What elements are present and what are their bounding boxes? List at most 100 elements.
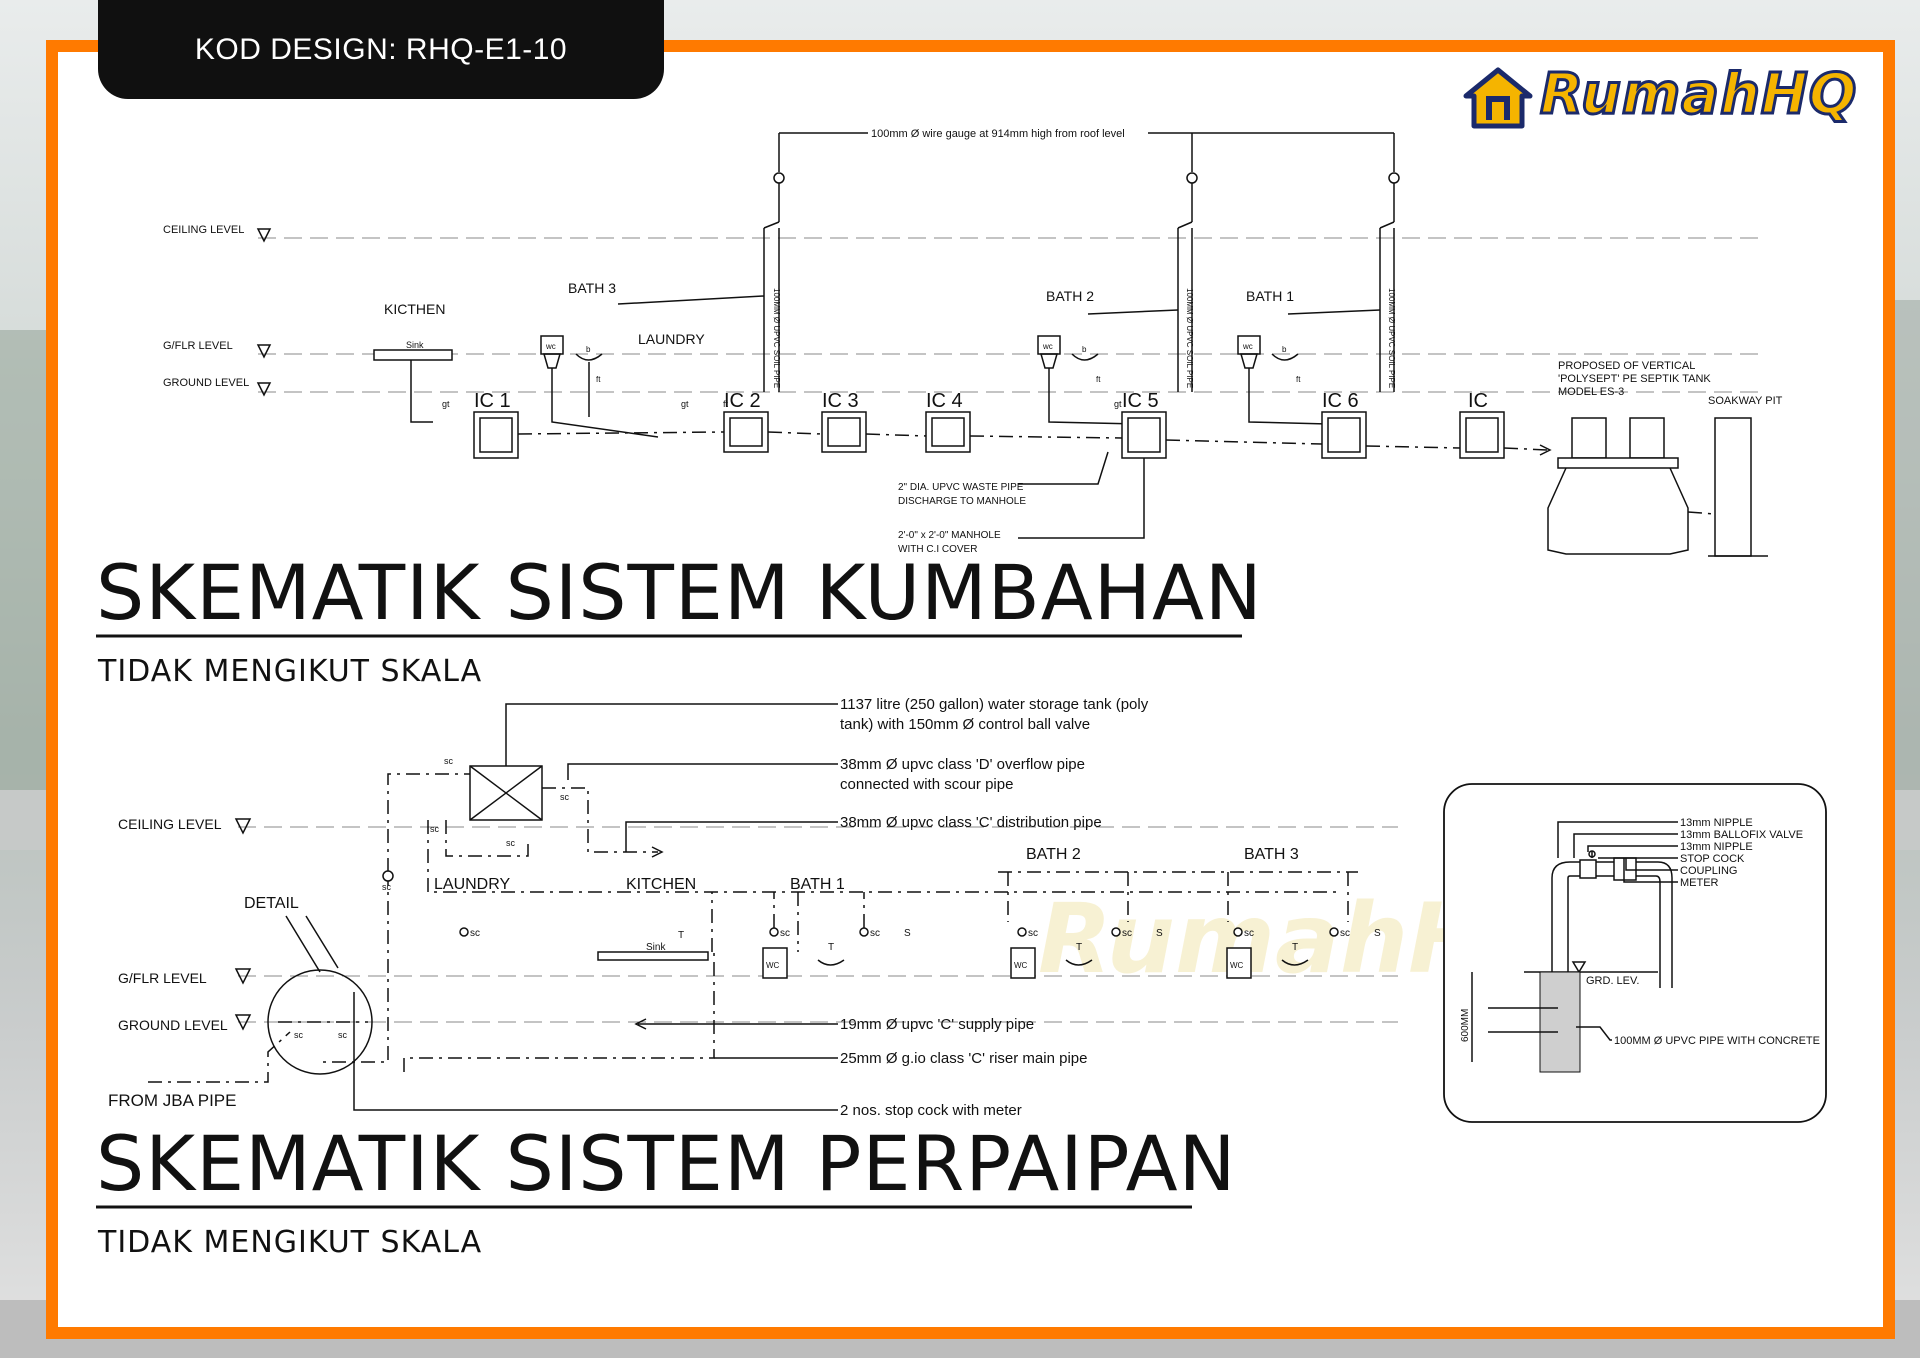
room-laundry-label: LAUNDRY bbox=[638, 331, 705, 347]
sewer-gflr-level-label: G/FLR LEVEL bbox=[163, 340, 233, 352]
svg-text:BATH 3: BATH 3 bbox=[1244, 846, 1299, 863]
svg-text:gt: gt bbox=[681, 399, 689, 409]
level-marker-icon bbox=[256, 344, 272, 359]
room-bath3-label: BATH 3 bbox=[568, 280, 616, 296]
svg-text:tank) with 150mm Ø control bal: tank) with 150mm Ø control ball valve bbox=[840, 716, 1090, 733]
svg-text:sc: sc bbox=[1122, 928, 1132, 939]
svg-text:sc: sc bbox=[294, 1030, 304, 1040]
svg-text:sc: sc bbox=[870, 928, 880, 939]
detail-label-3: 13mm NIPPLE bbox=[1680, 841, 1753, 853]
svg-text:ft: ft bbox=[1296, 375, 1301, 384]
level-marker-icon bbox=[234, 1014, 252, 1031]
svg-text:MODEL ES-3: MODEL ES-3 bbox=[1558, 386, 1624, 398]
sink-label: Sink bbox=[406, 340, 424, 350]
svg-text:T: T bbox=[828, 942, 834, 953]
wc-icon bbox=[1226, 947, 1252, 979]
chamber-ic4: IC 4 bbox=[925, 390, 971, 453]
house-logo-icon bbox=[1463, 67, 1533, 129]
svg-text:ft: ft bbox=[596, 375, 601, 384]
svg-text:600MM: 600MM bbox=[1460, 1009, 1471, 1042]
svg-text:sc: sc bbox=[1028, 928, 1038, 939]
kitchen-sink-icon bbox=[597, 951, 709, 961]
gully-trap-label: gt bbox=[442, 399, 450, 409]
svg-text:sc: sc bbox=[444, 756, 454, 766]
chamber-ic6: IC 6 bbox=[1321, 390, 1367, 459]
design-code-tab: KOD DESIGN: RHQ-E1-10 bbox=[98, 0, 664, 99]
svg-text:WC: WC bbox=[1014, 961, 1028, 970]
room-bath1-label: BATH 1 bbox=[1246, 288, 1294, 304]
svg-text:IC 2: IC 2 bbox=[724, 390, 761, 412]
vent-note: 100mm Ø wire gauge at 914mm high from ro… bbox=[871, 128, 1125, 140]
svg-text:2 nos. stop cock with meter: 2 nos. stop cock with meter bbox=[840, 1102, 1022, 1119]
svg-text:IC 6: IC 6 bbox=[1322, 390, 1359, 412]
chamber-ic2: IC 2 bbox=[723, 390, 769, 453]
level-marker-icon bbox=[234, 818, 252, 835]
level-marker-icon bbox=[256, 228, 272, 243]
sewer-schematic: CEILING LEVEL G/FLR LEVEL GROUND LEVEL 1… bbox=[96, 124, 1783, 689]
detail-callout bbox=[267, 969, 373, 1075]
svg-text:38mm Ø upvc class 'D' overflow: 38mm Ø upvc class 'D' overflow pipe bbox=[840, 756, 1085, 773]
stack-label: 100MM Ø UPVC SOIL PIPE bbox=[1387, 288, 1396, 388]
bath2-fixtures: wc b ft gt bbox=[1037, 335, 1139, 425]
svg-text:WITH C.I COVER: WITH C.I COVER bbox=[898, 544, 977, 555]
detail-label-5: COUPLING bbox=[1680, 865, 1737, 877]
bath2-plumbing-fixtures: sc sc S WC T bbox=[1010, 927, 1163, 979]
drawing-frame: RumahHQ CEILING LEVEL G/FLR LEVEL GROUND… bbox=[46, 40, 1895, 1339]
svg-text:sc: sc bbox=[560, 792, 570, 802]
sewer-ground-level-label: GROUND LEVEL bbox=[163, 377, 249, 389]
svg-text:S: S bbox=[1156, 928, 1163, 939]
sewer-subtitle: TIDAK MENGIKUT SKALA bbox=[97, 654, 482, 689]
svg-text:38mm Ø upvc class 'C' distribu: 38mm Ø upvc class 'C' distribution pipe bbox=[840, 814, 1102, 831]
detail-label-1: 13mm NIPPLE bbox=[1680, 817, 1753, 829]
svg-text:PROPOSED OF VERTICAL: PROPOSED OF VERTICAL bbox=[1558, 360, 1695, 372]
svg-text:T: T bbox=[678, 930, 684, 941]
chamber-ic5: IC 5 bbox=[1121, 390, 1167, 459]
room-bath2-label: BATH 2 bbox=[1046, 288, 1094, 304]
svg-text:1137 litre (250 gallon) water: 1137 litre (250 gallon) water storage ta… bbox=[840, 696, 1149, 713]
svg-text:sc: sc bbox=[1340, 928, 1350, 939]
svg-text:Sink: Sink bbox=[646, 942, 666, 953]
svg-text:2" DIA. UPVC WASTE PIPE: 2" DIA. UPVC WASTE PIPE bbox=[898, 482, 1024, 493]
svg-text:sc: sc bbox=[382, 882, 392, 892]
svg-text:DISCHARGE TO MANHOLE: DISCHARGE TO MANHOLE bbox=[898, 496, 1026, 507]
svg-text:19mm Ø upvc 'C' supply pipe: 19mm Ø upvc 'C' supply pipe bbox=[840, 1016, 1034, 1033]
svg-text:gt: gt bbox=[1114, 399, 1122, 409]
svg-text:ft: ft bbox=[723, 399, 729, 409]
room-kitchen-label: KICTHEN bbox=[384, 301, 445, 317]
svg-text:BATH 1: BATH 1 bbox=[790, 876, 845, 893]
level-marker-icon bbox=[256, 382, 272, 397]
detail-label-4: STOP COCK bbox=[1680, 853, 1745, 865]
svg-text:b: b bbox=[586, 345, 591, 354]
svg-text:wc: wc bbox=[545, 342, 556, 351]
plumbing-ceiling-level-label: CEILING LEVEL bbox=[118, 816, 222, 832]
svg-text:IC 3: IC 3 bbox=[822, 390, 859, 412]
svg-text:sc: sc bbox=[780, 928, 790, 939]
design-code-label: KOD DESIGN: RHQ-E1-10 bbox=[194, 32, 568, 66]
vent-stack-3: 100MM Ø UPVC SOIL PIPE bbox=[1379, 183, 1396, 392]
stack-label: 100MM Ø UPVC SOIL PIPE bbox=[1185, 288, 1194, 388]
svg-text:'POLYSEPT' PE SEPTIK TANK: 'POLYSEPT' PE SEPTIK TANK bbox=[1558, 373, 1711, 385]
svg-text:IC 5: IC 5 bbox=[1122, 390, 1159, 412]
plumbing-schematic: CEILING LEVEL G/FLR LEVEL GROUND LEVEL 1… bbox=[96, 696, 1398, 1260]
svg-text:T: T bbox=[1076, 942, 1082, 953]
svg-text:sc: sc bbox=[470, 928, 480, 939]
vent-stack-1: 100MM Ø UPVC SOIL PIPE bbox=[763, 183, 781, 392]
sewer-ceiling-level-label: CEILING LEVEL bbox=[163, 224, 244, 236]
bath1-fixtures: wc b ft bbox=[1237, 335, 1329, 425]
bath3-fixtures: wc b ft gt bbox=[540, 335, 689, 438]
kitchen-sink-icon bbox=[373, 349, 453, 361]
detail-label-2: 13mm BALLOFIX VALVE bbox=[1680, 829, 1803, 841]
brand-logo: RumahHQ bbox=[1462, 61, 1858, 130]
svg-text:sc: sc bbox=[1244, 928, 1254, 939]
detail-label-6: METER bbox=[1680, 877, 1719, 889]
svg-text:2'-0" x 2'-0" MANHOLE: 2'-0" x 2'-0" MANHOLE bbox=[898, 530, 1001, 541]
svg-text:b: b bbox=[1282, 345, 1287, 354]
plumbing-gflr-level-label: G/FLR LEVEL bbox=[118, 970, 207, 986]
svg-text:sc: sc bbox=[338, 1030, 348, 1040]
svg-text:ft: ft bbox=[1096, 375, 1101, 384]
septic-tank: PROPOSED OF VERTICAL 'POLYSEPT' PE SEPTI… bbox=[1547, 360, 1711, 555]
meter-detail-box: 600MM GRD. LEV. 100MM Ø UPVC PIPE WITH C… bbox=[1443, 783, 1827, 1123]
vent-stack-2: 100MM Ø UPVC SOIL PIPE bbox=[1177, 183, 1194, 392]
schematic-drawing: RumahHQ CEILING LEVEL G/FLR LEVEL GROUND… bbox=[96, 124, 1827, 1260]
svg-text:IC 1: IC 1 bbox=[474, 390, 511, 412]
